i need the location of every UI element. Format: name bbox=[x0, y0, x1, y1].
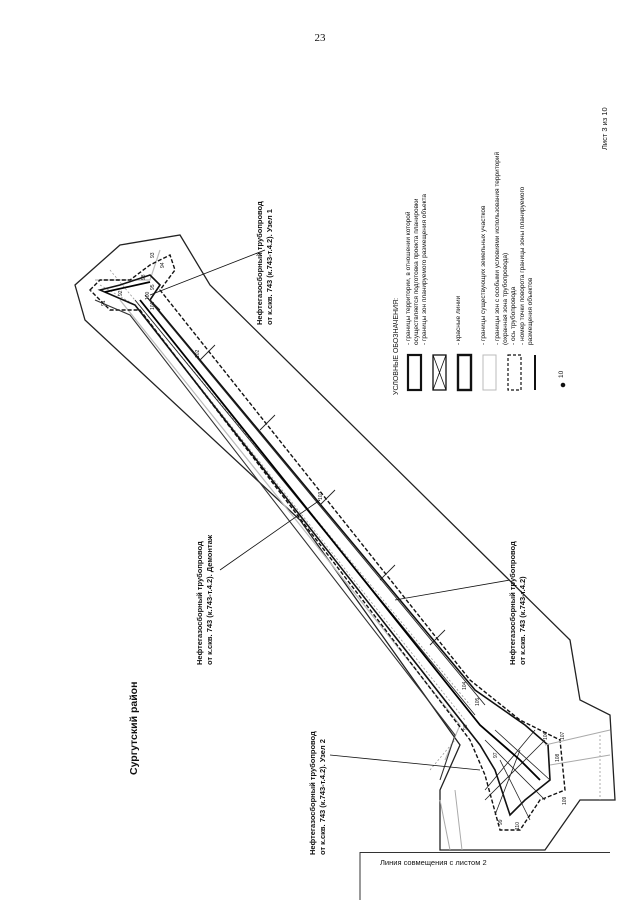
point-label: 92 bbox=[118, 290, 124, 296]
point-label: 99 bbox=[498, 819, 504, 825]
point-label: 94 bbox=[160, 262, 166, 268]
legend-title: УСЛОВНЫЕ ОБОЗНАЧЕНИЯ: bbox=[393, 297, 400, 395]
page-number: 23 bbox=[314, 32, 326, 44]
point-label: 97 bbox=[493, 752, 499, 758]
point-label: 109 bbox=[562, 796, 568, 805]
point-label: 93 bbox=[150, 252, 156, 258]
point-label: 107 bbox=[560, 731, 566, 740]
point-label: 91 bbox=[101, 300, 107, 306]
legend-item-5: - границы зон с особыми условиями исполь… bbox=[494, 151, 517, 345]
point-label: 100 bbox=[145, 291, 151, 300]
sheet-label: Лист 3 из 10 bbox=[600, 107, 609, 150]
point-label: 105 bbox=[475, 697, 481, 706]
district-name: Сургутский район bbox=[128, 681, 140, 775]
pipeline-axis bbox=[104, 281, 541, 781]
red-lines bbox=[94, 299, 456, 781]
legend-item-1: - границы территории, в отношении которо… bbox=[405, 193, 428, 345]
point-label: 101 bbox=[150, 301, 156, 310]
legend-item-7: - номер точки поворота границы зоны план… bbox=[519, 186, 534, 345]
legend-point-sample: 10 bbox=[558, 370, 565, 378]
territory-boundary bbox=[74, 234, 616, 851]
point-label: 95 bbox=[150, 284, 156, 290]
point-label: 108 bbox=[555, 753, 561, 762]
point-label: 98 bbox=[141, 274, 147, 280]
point-label: 103 bbox=[318, 491, 324, 500]
hatched-node-2 bbox=[484, 729, 551, 821]
match-line-label: Линия совмещения с листом 2 bbox=[380, 858, 487, 867]
protection-zone bbox=[89, 254, 566, 831]
match-line-rule bbox=[360, 852, 610, 853]
legend-item-4: - границы существующих земельных участко… bbox=[480, 205, 487, 345]
legend-symbols bbox=[406, 353, 566, 392]
callout-leaders bbox=[149, 249, 511, 771]
point-label: 106 bbox=[543, 731, 549, 740]
legend-item-3: - красные линии bbox=[455, 295, 462, 345]
road bbox=[439, 729, 611, 851]
point-label: 102 bbox=[195, 349, 201, 358]
point-label: 96 bbox=[463, 724, 469, 730]
planned-zone bbox=[97, 274, 551, 817]
point-label: 104 bbox=[462, 681, 468, 690]
point-label: 110 bbox=[515, 822, 521, 830]
